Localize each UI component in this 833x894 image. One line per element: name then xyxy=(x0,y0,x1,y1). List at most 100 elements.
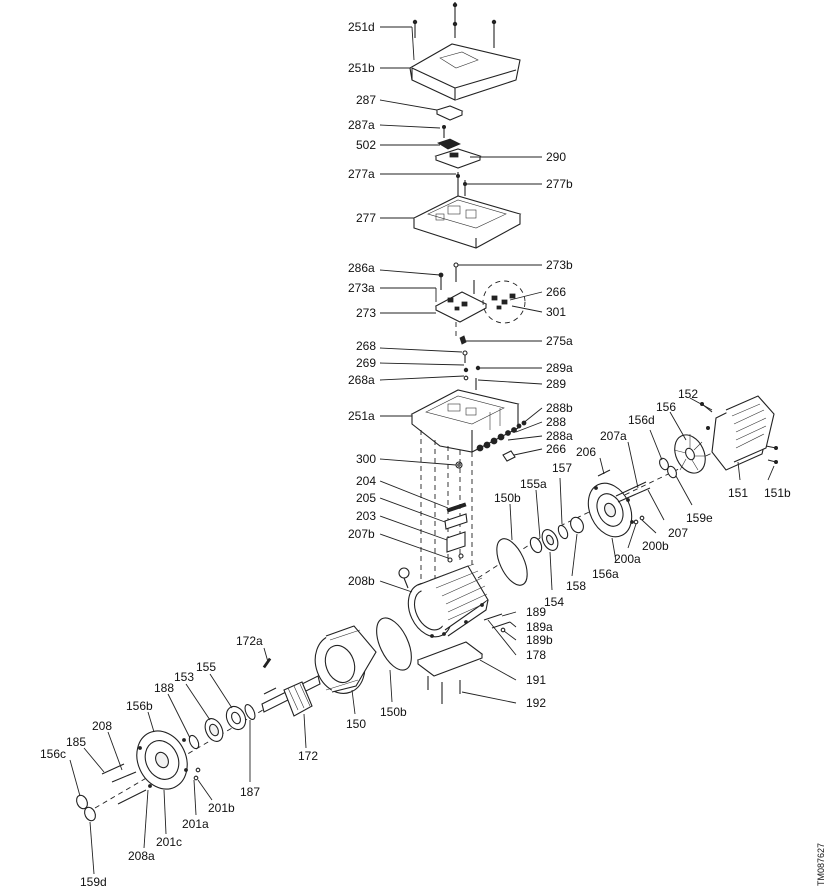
callout-187: 187 xyxy=(240,785,260,799)
callout-268a: 268a xyxy=(348,373,375,387)
callout-266-lower: 266 xyxy=(546,442,566,456)
callout-labels: 251d 251b 287 287a 502 290 277a 277b 277… xyxy=(40,20,791,889)
part-287 xyxy=(435,105,464,121)
callout-154: 154 xyxy=(544,595,564,609)
callout-189b: 189b xyxy=(526,633,553,647)
callout-206: 206 xyxy=(576,445,596,459)
callout-172a: 172a xyxy=(236,634,263,648)
callout-156: 156 xyxy=(656,400,676,414)
callout-502: 502 xyxy=(356,138,376,152)
callout-204: 204 xyxy=(356,474,376,488)
part-rear-hardware xyxy=(597,469,651,525)
callout-277b: 277b xyxy=(546,177,573,191)
part-290 xyxy=(434,148,482,169)
callout-288: 288 xyxy=(546,415,566,429)
part-287a xyxy=(441,125,446,138)
part-288-glands xyxy=(476,420,527,452)
leader-lines xyxy=(69,26,775,875)
callout-207: 207 xyxy=(668,526,688,540)
part-251a-terminal-box xyxy=(410,389,520,453)
part-204-205-203 xyxy=(444,502,468,553)
callout-155a: 155a xyxy=(520,477,547,491)
callout-200b: 200b xyxy=(642,539,669,553)
callout-266-top: 266 xyxy=(546,285,566,299)
part-156a-endshield xyxy=(587,482,634,538)
callout-287a: 287a xyxy=(348,118,375,132)
callout-269: 269 xyxy=(356,356,376,370)
part-251b-cover xyxy=(409,43,521,101)
part-191-base xyxy=(416,641,484,704)
callout-189: 189 xyxy=(526,605,546,619)
part-172-rotor xyxy=(261,657,321,717)
part-156c-159d xyxy=(76,794,96,822)
callout-207a: 207a xyxy=(600,429,627,443)
part-277-housing xyxy=(412,195,522,249)
callout-208: 208 xyxy=(92,719,112,733)
callout-289: 289 xyxy=(546,377,566,391)
drawing-number: TM087627 xyxy=(816,843,826,886)
part-273-screws xyxy=(438,262,475,294)
callout-208b: 208b xyxy=(348,574,375,588)
part-156d-159e xyxy=(659,457,677,479)
callout-251d: 251d xyxy=(348,20,375,34)
callout-153: 153 xyxy=(174,670,194,684)
part-eye-bolt xyxy=(398,567,410,589)
callout-172: 172 xyxy=(298,749,318,763)
callout-287: 287 xyxy=(356,93,376,107)
part-266-301-detail xyxy=(482,280,526,324)
callout-159d: 159d xyxy=(80,875,107,889)
callout-150b-lower: 150b xyxy=(380,705,407,719)
part-275a xyxy=(459,335,467,345)
callout-273b: 273b xyxy=(546,258,573,272)
part-277ab-screws xyxy=(455,172,467,196)
assembly-lines xyxy=(94,322,761,809)
callout-201c: 201c xyxy=(156,835,182,849)
callout-273: 273 xyxy=(356,306,376,320)
callout-185: 185 xyxy=(66,735,86,749)
callout-156b: 156b xyxy=(126,699,153,713)
callout-251a: 251a xyxy=(348,409,375,423)
callout-286a: 286a xyxy=(348,261,375,275)
callout-277: 277 xyxy=(356,211,376,225)
callout-289a: 289a xyxy=(546,361,573,375)
callout-192: 192 xyxy=(526,696,546,710)
part-156-fan xyxy=(673,434,706,474)
callout-157: 157 xyxy=(552,461,572,475)
part-155-153-187 xyxy=(188,704,256,750)
callout-273a: 273a xyxy=(348,281,375,295)
callout-275a: 275a xyxy=(546,334,573,348)
callout-159e: 159e xyxy=(686,511,713,525)
callout-156c: 156c xyxy=(40,747,66,761)
callout-207b: 207b xyxy=(348,527,375,541)
part-150-stator xyxy=(314,625,377,694)
callout-201b: 201b xyxy=(208,801,235,815)
callout-200a: 200a xyxy=(614,552,641,566)
callout-277a: 277a xyxy=(348,167,375,181)
callout-290: 290 xyxy=(546,150,566,164)
part-266-gland xyxy=(502,450,516,462)
part-150b-orings xyxy=(376,538,528,671)
callout-203: 203 xyxy=(356,509,376,523)
callout-288a: 288a xyxy=(546,429,573,443)
part-stator-housing xyxy=(407,563,489,638)
part-156b-endshield xyxy=(136,730,188,790)
callout-208a: 208a xyxy=(128,849,155,863)
part-273-board xyxy=(434,291,488,323)
callout-156d: 156d xyxy=(628,413,655,427)
callout-205: 205 xyxy=(356,491,376,505)
part-300 xyxy=(455,461,463,469)
callout-191: 191 xyxy=(526,673,546,687)
part-251d-screws xyxy=(412,2,497,48)
part-189-bolts xyxy=(483,613,511,633)
callout-268: 268 xyxy=(356,339,376,353)
callout-158: 158 xyxy=(566,579,586,593)
part-207b xyxy=(447,553,464,563)
part-502 xyxy=(437,138,461,150)
callout-251b: 251b xyxy=(348,61,375,75)
callout-156a: 156a xyxy=(592,567,619,581)
callout-151: 151 xyxy=(728,486,748,500)
callout-151b: 151b xyxy=(764,486,791,500)
callout-288b: 288b xyxy=(546,401,573,415)
